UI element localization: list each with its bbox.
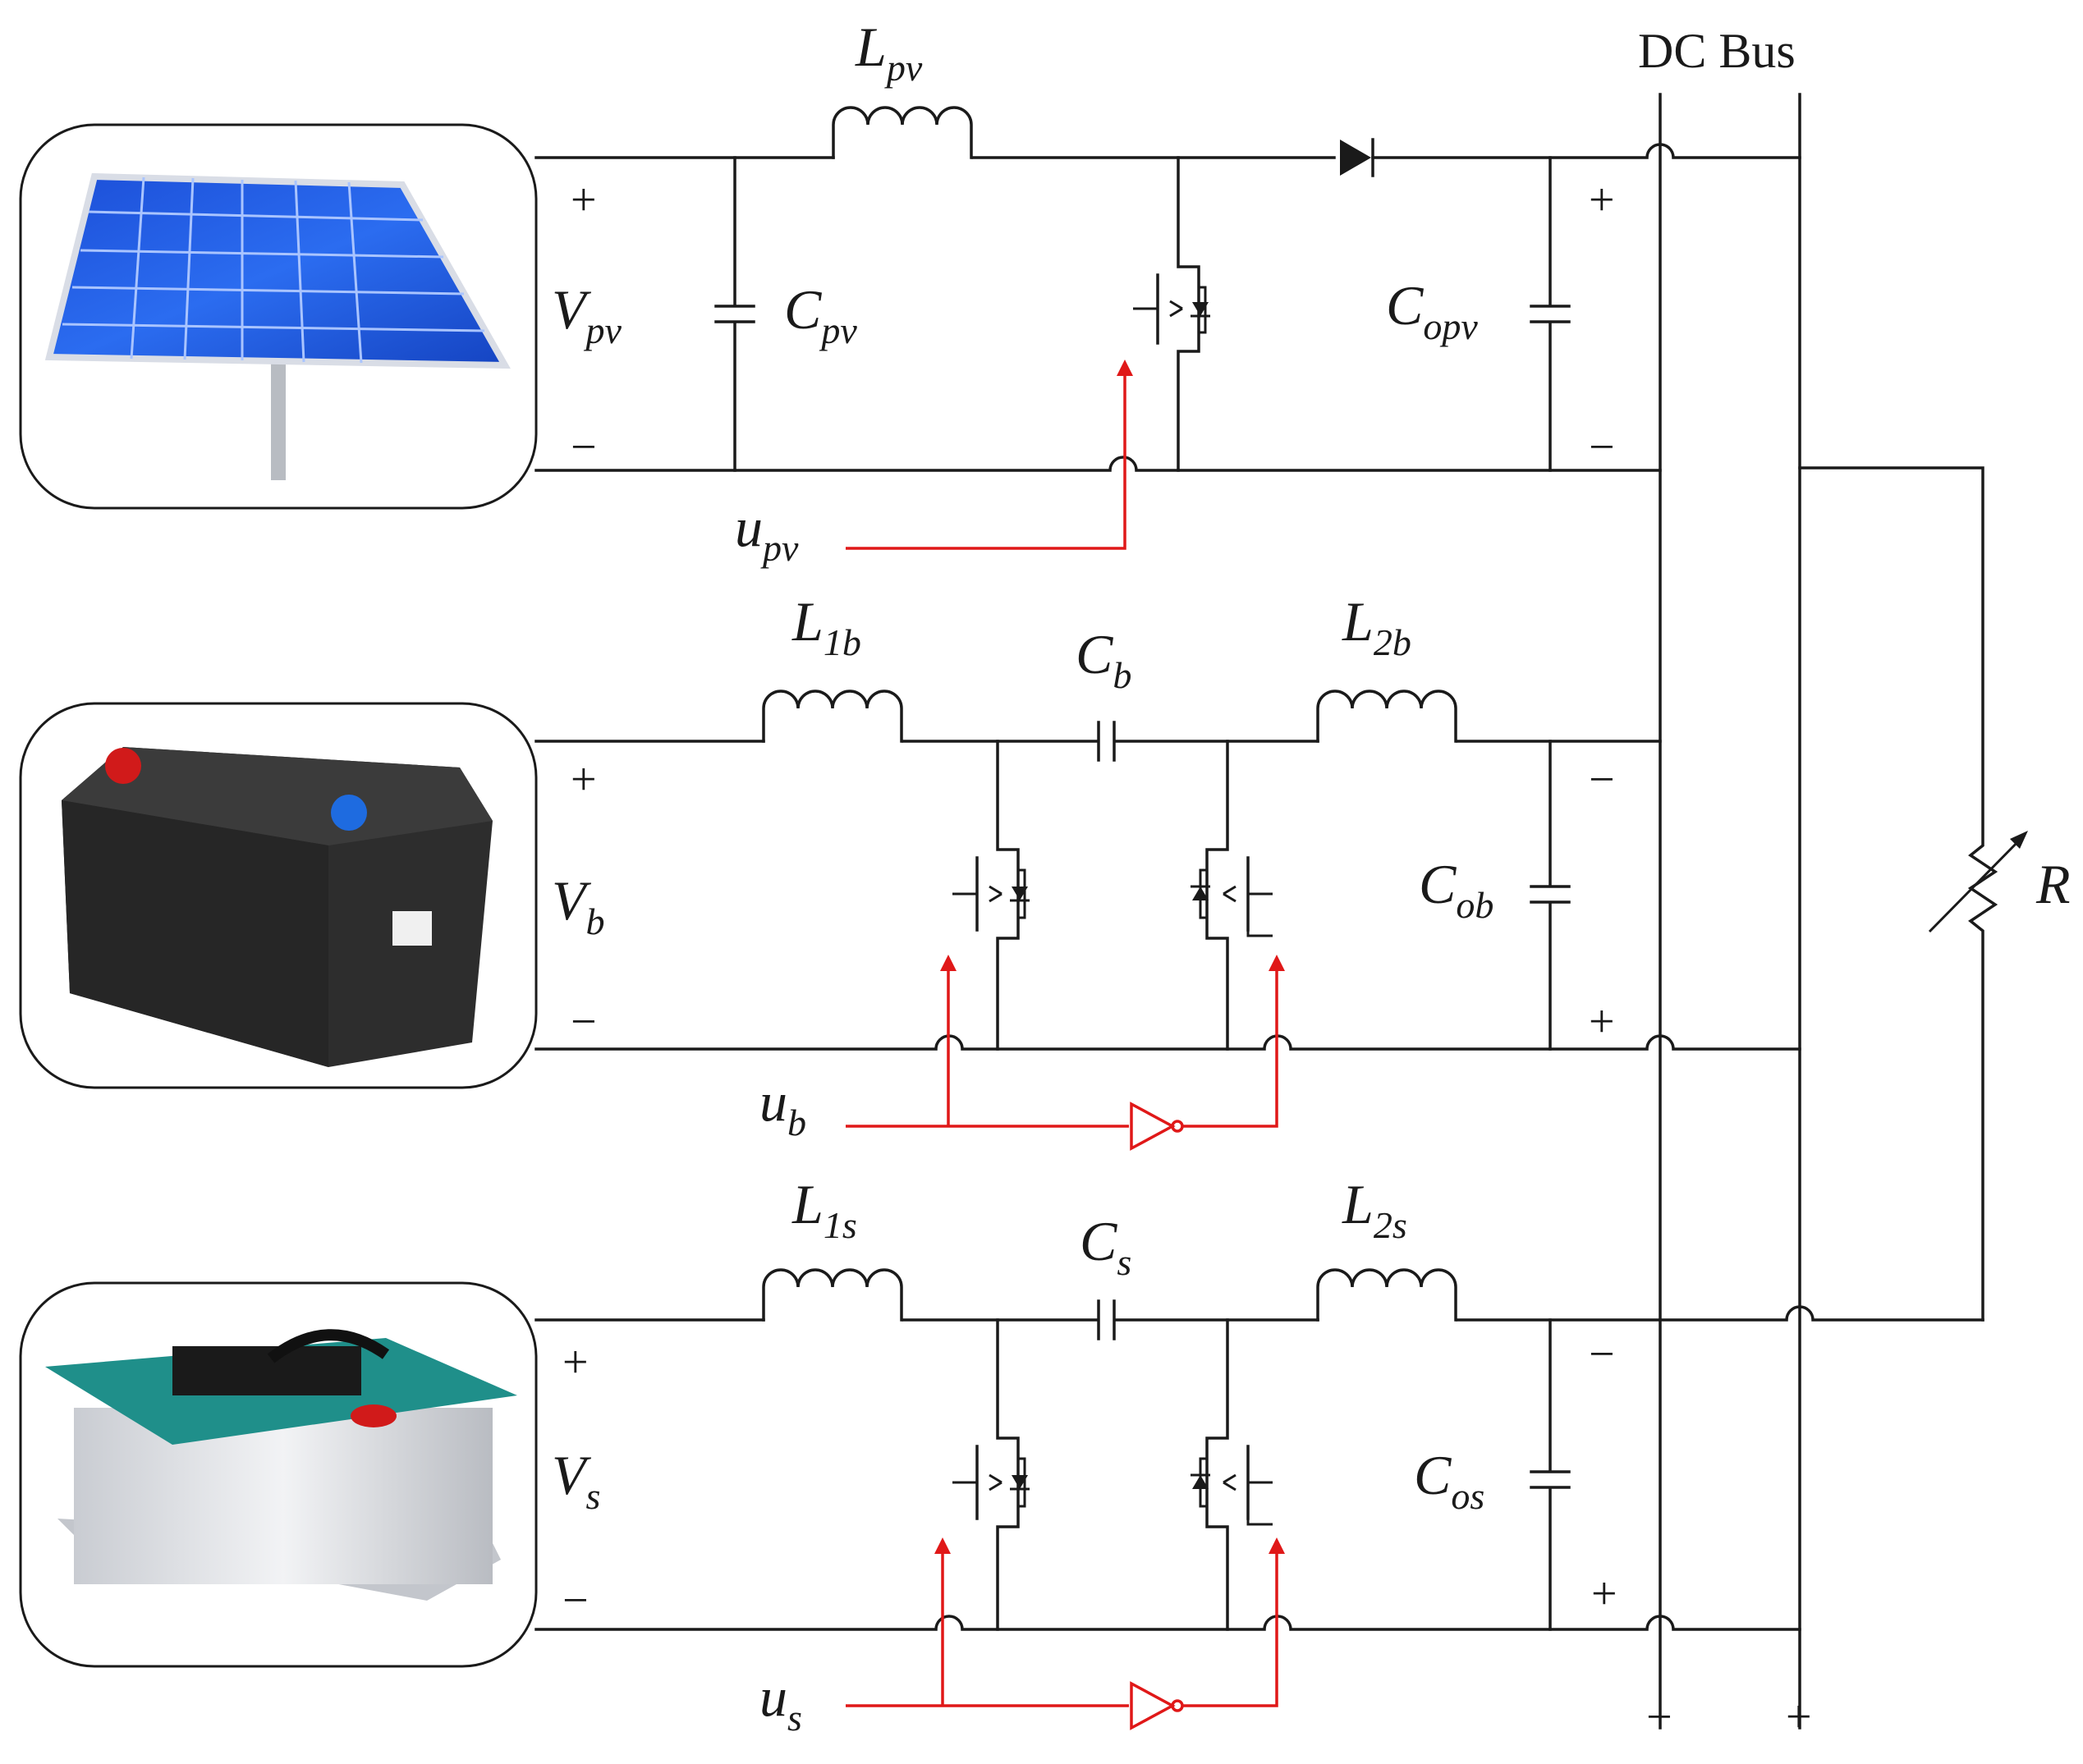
copv-plus-sign: + [1589, 175, 1615, 226]
battery-inductor-2 [1316, 690, 1457, 743]
supercap-mosfet-2 [1191, 1318, 1273, 1631]
load-resistor-label: R [2035, 853, 2071, 915]
supercap-inductor-2 [1316, 1268, 1457, 1322]
supercap-converter: + − − + Vs L1s Cs L2s Cos us [535, 1173, 1984, 1739]
battery-voltage-label: Vb [552, 869, 605, 942]
supercap-cuk-cap-label: Cs [1080, 1210, 1131, 1283]
cob-plus-sign: + [1589, 997, 1615, 1047]
battery-output-cap-label: Cob [1419, 853, 1493, 926]
solar-panel-box [19, 123, 538, 510]
pv-plus-sign: + [571, 175, 597, 226]
battery-mosfet-1 [952, 740, 1030, 1051]
supercap-mosfet-1 [952, 1318, 1030, 1631]
battery-converter: + − − + Vb L1b Cb L2b Cob ub [535, 590, 1801, 1151]
battery-cuk-cap-label: Cb [1076, 623, 1131, 696]
supercapacitor-box [19, 1281, 538, 1668]
pv-minus-sign: − [571, 422, 597, 473]
supercap-inductor-1-label: L1s [791, 1173, 857, 1246]
cob-minus-sign: − [1589, 754, 1615, 805]
battery-mosfet-2 [1191, 740, 1273, 1051]
supercap-inductor-2-label: L2s [1342, 1173, 1407, 1246]
battery-plus-sign: + [571, 754, 597, 805]
supercap-output-cap-label: Cos [1414, 1444, 1484, 1517]
supercap-control-signal [846, 1537, 1285, 1730]
pv-converter: + − + − Vpv Lpv Cpv Copv upv [535, 16, 1801, 569]
solar-panel-icon [44, 172, 511, 480]
supercap-voltage-label: Vs [552, 1444, 600, 1517]
variable-load-resistor: R [1798, 466, 2071, 1322]
bus-positive-sign: + [1786, 1692, 1812, 1743]
pv-inductor [832, 106, 973, 159]
battery-control-signal [846, 955, 1285, 1151]
supercap-minus-sign: − [562, 1575, 589, 1626]
supercap-control-label: us [759, 1665, 802, 1739]
battery-minus-sign: − [571, 997, 597, 1047]
cos-minus-sign: − [1589, 1329, 1615, 1380]
pv-voltage-label: Vpv [552, 278, 622, 351]
cos-plus-sign: + [1591, 1569, 1617, 1620]
battery-icon [62, 747, 493, 1067]
pv-diode [1340, 138, 1374, 177]
supercap-inductor-1 [762, 1268, 903, 1322]
battery-inductor-1 [762, 690, 903, 743]
pv-mosfet [1133, 156, 1210, 472]
pv-input-cap-label: Cpv [784, 278, 857, 351]
pv-control-label: upv [735, 496, 799, 569]
pv-control-signal [846, 360, 1133, 550]
battery-box [19, 702, 538, 1089]
copv-minus-sign: − [1589, 422, 1615, 473]
bus-negative-sign: − [1646, 1692, 1672, 1743]
battery-control-label: ub [759, 1070, 806, 1143]
supercap-plus-sign: + [562, 1337, 589, 1388]
pv-inductor-label: Lpv [855, 16, 923, 89]
pv-output-cap-label: Copv [1386, 274, 1478, 347]
battery-inductor-2-label: L2b [1342, 590, 1411, 663]
supercapacitor-icon [45, 1329, 517, 1601]
dc-bus-title: DC Bus [1638, 24, 1796, 78]
battery-inductor-1-label: L1b [791, 590, 861, 663]
